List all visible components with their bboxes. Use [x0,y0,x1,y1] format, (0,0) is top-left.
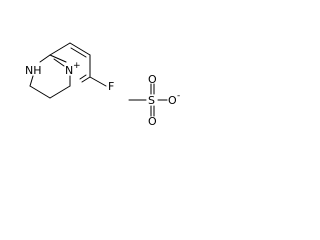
bond-c3-c4 [49,85,71,99]
chemical-structure-diagram: NH N + F S O O O - [25,42,180,128]
atom-label-n-ring: N [65,64,73,77]
bond-c6-c5 [81,76,91,83]
bond-n-c8a [49,54,67,63]
atom-label-o-bottom: O [148,115,157,128]
charge-plus: + [73,61,81,71]
anion-structure [128,83,168,117]
bond-nh-c2 [29,75,34,87]
cation-structure [29,42,107,99]
bond-c8-c7 [69,42,91,56]
bond-c6-c5-inner [79,74,87,80]
bond-c2-c3 [29,85,51,99]
charge-minus: - [177,91,180,101]
bond-c8-c7-inner [70,47,87,58]
atom-label-s: S [148,94,155,107]
bond-n-c8a-inner [53,58,65,67]
bond-c8a-c8 [49,42,71,56]
atom-label-f: F [108,80,114,93]
atom-label-o-right: O [168,94,177,107]
bond-c8a-nh [39,54,51,63]
bond-c5-f [89,76,107,87]
atom-label-nh: NH [25,64,42,77]
atom-label-o-top: O [148,73,157,86]
